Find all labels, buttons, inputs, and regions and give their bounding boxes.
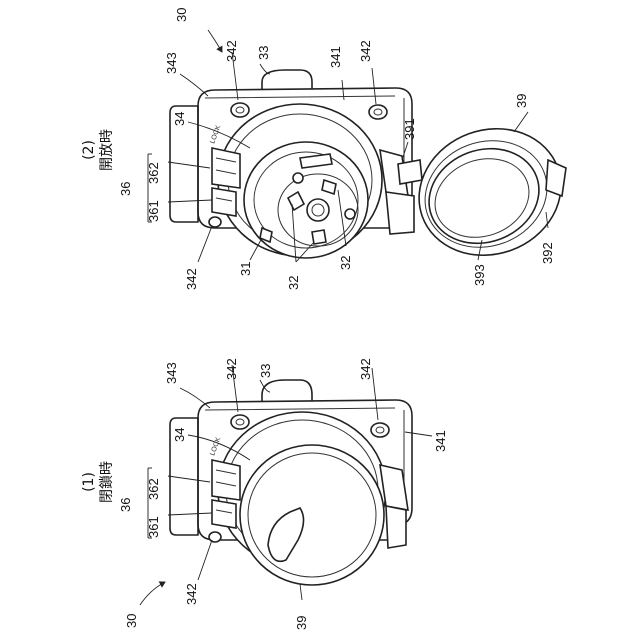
ref-391-open: 391 (402, 118, 417, 140)
ref-32-open-a: 32 (286, 276, 301, 290)
ref-342-closed-a: 342 (224, 358, 239, 380)
ref-341-open: 341 (328, 46, 343, 68)
screw-hole (209, 217, 221, 227)
closed-state-view: (1) 閉鎖時 LOCK 343 342 (81, 358, 448, 630)
ref-32-open-b: 32 (338, 256, 353, 270)
screw-hole (371, 423, 389, 437)
lock-mechanism (212, 148, 240, 188)
ref-34-closed: 34 (172, 428, 187, 442)
pin (293, 173, 303, 183)
ref-34-open: 34 (172, 112, 187, 126)
open-state-view: (2) 開放時 LOCK (81, 8, 579, 290)
ref-342-open-a: 342 (224, 40, 239, 62)
ref-343-closed: 343 (164, 362, 179, 384)
ref-342-closed-c: 342 (184, 583, 199, 605)
ref-30-closed: 30 (124, 614, 139, 628)
ref-31-open: 31 (238, 262, 253, 276)
ref-33-closed: 33 (258, 364, 273, 378)
closed-state-number: (1) (81, 472, 97, 492)
ref-36-open: 36 (118, 182, 133, 196)
screw-hole (231, 103, 249, 117)
ref-39-open: 39 (514, 94, 529, 108)
pin (312, 230, 326, 244)
ref-392-open: 392 (540, 242, 555, 264)
ref-33-open: 33 (256, 46, 271, 60)
open-state-caption: 開放時 (99, 129, 115, 171)
pin (345, 209, 355, 219)
cap-closed (240, 445, 384, 585)
ref-341-closed: 341 (433, 430, 448, 452)
ref-342-closed-b: 342 (358, 358, 373, 380)
screw-hole (209, 532, 221, 542)
ref-343-open: 343 (164, 52, 179, 74)
cap-rim-latch (546, 160, 566, 196)
lock-mechanism (212, 460, 240, 500)
ref-30-open: 30 (174, 8, 189, 22)
open-state-number: (2) (81, 140, 97, 160)
closed-state-caption: 閉鎖時 (99, 461, 115, 503)
center-pin (307, 199, 329, 221)
ref-342-open-b: 342 (358, 40, 373, 62)
screw-hole (231, 415, 249, 429)
screw-hole (369, 105, 387, 119)
ref-36-closed: 36 (118, 498, 133, 512)
ref-39-closed: 39 (294, 616, 309, 630)
ref-393-open: 393 (472, 264, 487, 286)
ref-342-open-c: 342 (184, 268, 199, 290)
